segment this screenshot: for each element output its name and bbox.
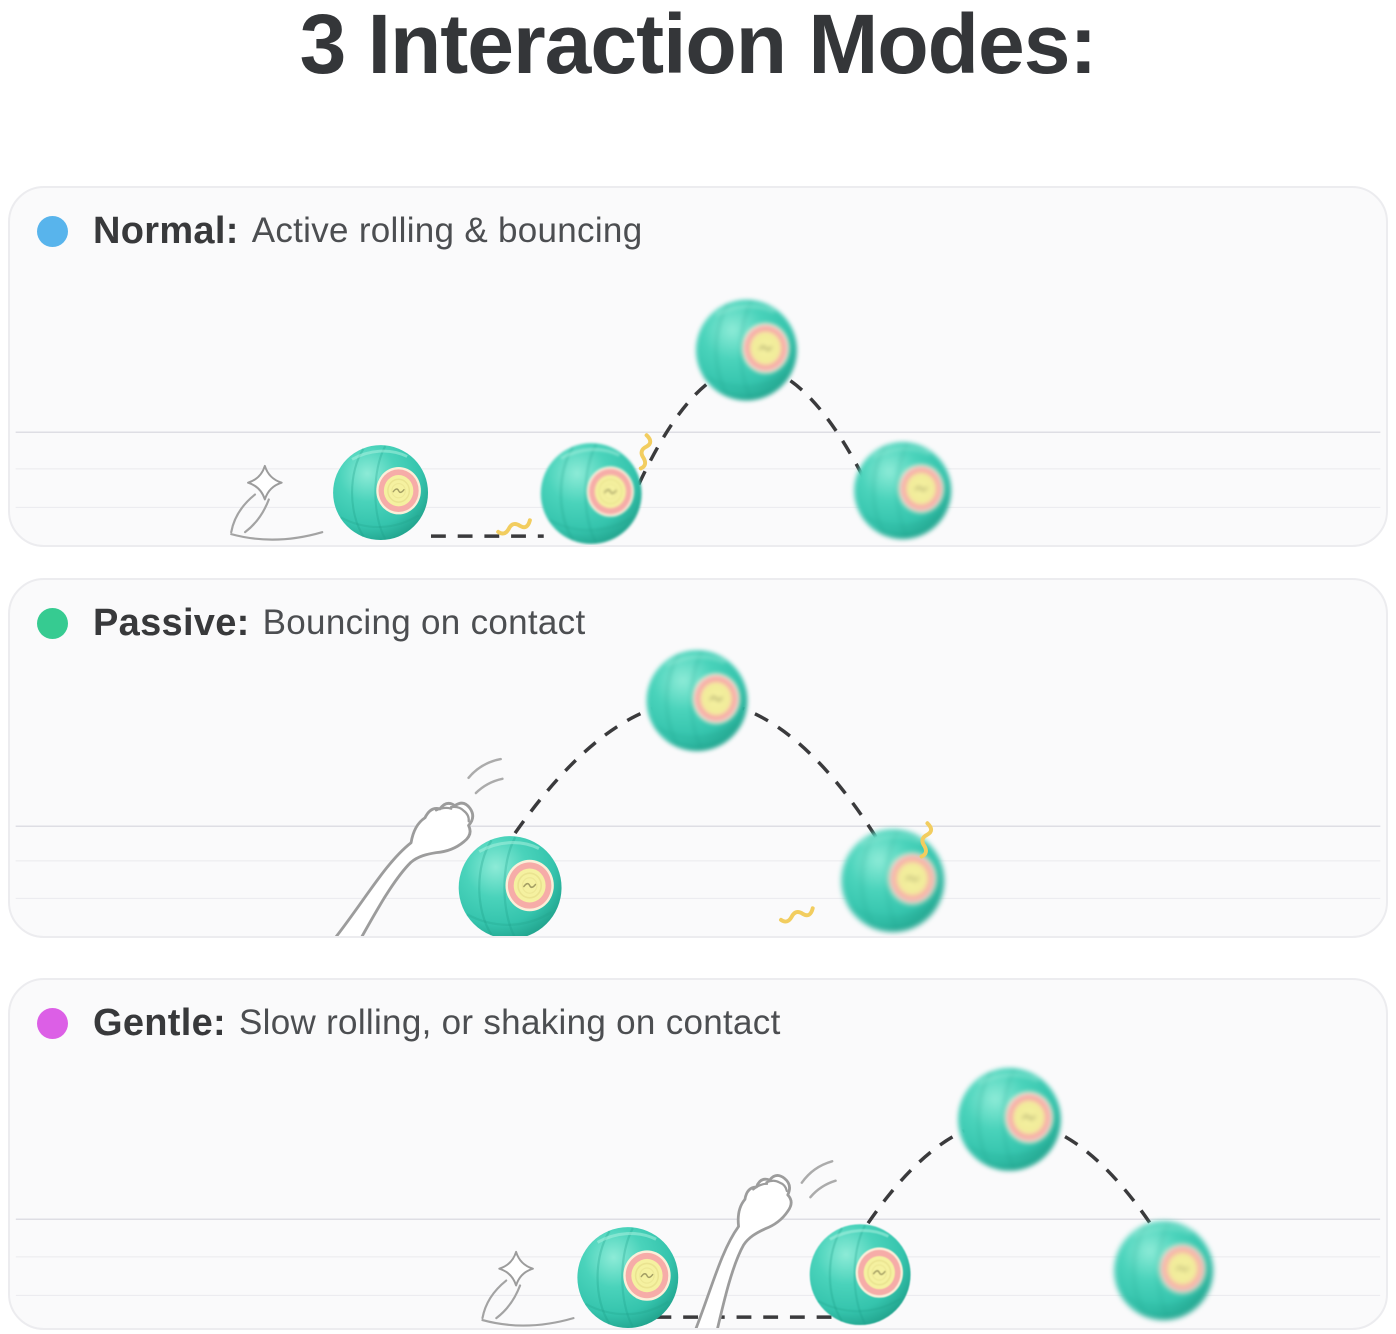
cat-paw-doodle — [329, 786, 485, 936]
mode-description-gentle: Slow rolling, or shaking on contact — [239, 1003, 781, 1042]
mode-color-dot-normal — [37, 215, 68, 247]
smart-ball — [539, 441, 644, 545]
smart-ball — [956, 1066, 1063, 1173]
motion-flick-lines — [465, 757, 505, 795]
panel-normal: Normal: Active rolling & bouncing — [8, 186, 1388, 547]
vibration-squiggle — [495, 517, 534, 537]
smart-ball — [457, 834, 564, 936]
panel-passive-header: Passive: Bouncing on contact — [37, 580, 586, 666]
vibration-squiggle — [635, 433, 655, 472]
bounce-arc-dashes — [513, 698, 878, 839]
panel-gentle: Gentle: Slow rolling, or shaking on cont… — [8, 978, 1388, 1330]
smart-ball — [1112, 1219, 1215, 1322]
smart-ball — [575, 1225, 680, 1328]
swipe-whoosh-doodle — [230, 464, 324, 541]
scene-passive — [15, 648, 1381, 936]
smart-ball — [331, 443, 430, 542]
smart-ball — [645, 648, 749, 753]
smart-ball — [839, 827, 946, 934]
bounce-arc-dashes — [866, 1118, 1155, 1229]
mode-name-passive: Passive: — [93, 601, 250, 644]
swipe-whoosh-doodle — [481, 1250, 575, 1327]
mode-name-gentle: Gentle: — [93, 1001, 227, 1044]
vibration-squiggle — [778, 905, 817, 925]
smart-ball — [808, 1222, 913, 1327]
panel-gentle-header: Gentle: Slow rolling, or shaking on cont… — [37, 980, 781, 1066]
mode-description-normal: Active rolling & bouncing — [251, 211, 643, 250]
mode-name-normal: Normal: — [93, 209, 239, 252]
smart-ball — [694, 298, 799, 403]
scene-gentle — [15, 1066, 1381, 1328]
scene-normal — [15, 298, 1381, 545]
smart-ball — [852, 440, 953, 541]
mode-description-passive: Bouncing on contact — [262, 603, 586, 642]
cat-paw-doodle — [689, 1165, 801, 1328]
mode-color-dot-passive — [37, 607, 68, 639]
motion-flick-lines — [797, 1160, 839, 1200]
page-title: 3 Interaction Modes: — [299, 0, 1098, 91]
panel-normal-header: Normal: Active rolling & bouncing — [37, 188, 642, 274]
panel-passive: Passive: Bouncing on contact — [8, 578, 1388, 938]
mode-color-dot-gentle — [37, 1007, 68, 1039]
